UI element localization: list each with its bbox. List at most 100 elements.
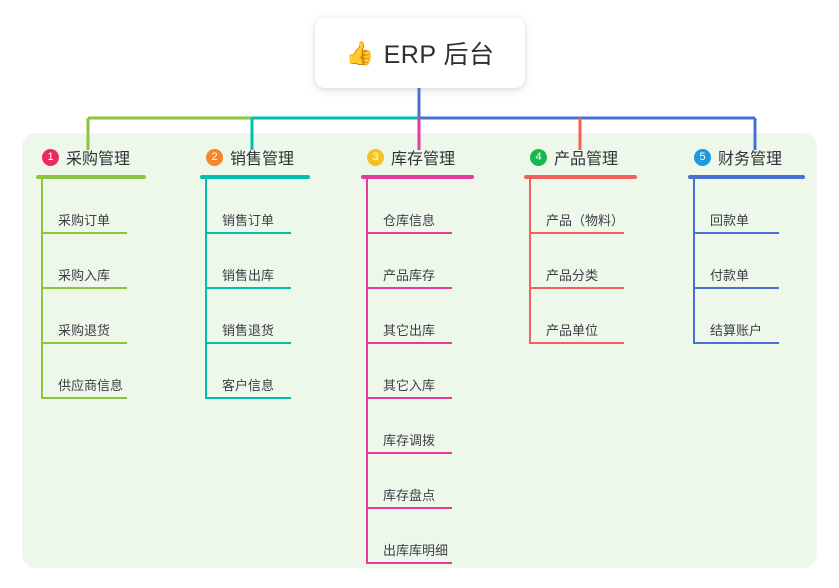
list-item-rule	[366, 397, 452, 399]
column-item-list: 仓库信息产品库存其它出库其它入库库存调拨库存盘点出库库明细	[361, 179, 474, 564]
list-item-label: 产品（物料）	[546, 213, 625, 228]
list-item[interactable]: 客户信息	[200, 344, 310, 399]
list-item-rule	[529, 287, 624, 289]
column-item-list: 产品（物料） 产品分类产品单位	[524, 179, 637, 344]
column-产品管理: 4 产品管理产品（物料） 产品分类产品单位	[524, 146, 637, 344]
list-item-label: 产品分类	[546, 268, 599, 283]
list-item-label: 库存盘点	[383, 488, 436, 503]
list-item-label: 其它出库	[383, 323, 436, 338]
column-title: 产品管理	[554, 151, 619, 168]
column-header-rule	[524, 175, 637, 179]
column-header[interactable]: 4 产品管理	[524, 146, 637, 168]
column-header-rule	[36, 175, 146, 179]
list-item[interactable]: 付款单	[688, 234, 805, 289]
list-item-rule	[41, 397, 127, 399]
column-number-badge: 2	[206, 148, 223, 166]
column-采购管理: 1 采购管理采购订单采购入库采购退货供应商信息	[36, 146, 146, 399]
list-item[interactable]: 其它出库	[361, 289, 474, 344]
thumbs-up-icon: 👍	[345, 39, 375, 66]
list-item[interactable]: 采购退货	[36, 289, 146, 344]
column-header[interactable]: 1 采购管理	[36, 146, 146, 168]
list-item[interactable]: 产品（物料）	[524, 179, 637, 234]
list-item-label: 销售订单	[222, 213, 275, 228]
list-item-label: 销售出库	[222, 268, 275, 283]
list-item-rule	[693, 342, 779, 344]
list-item-label: 产品库存	[383, 268, 436, 283]
root-node-title: 👍 ERP 后台	[345, 35, 494, 71]
column-number-badge: 5	[694, 148, 711, 166]
list-item-rule	[205, 287, 291, 289]
list-item-label: 结算账户	[710, 323, 763, 338]
list-item-label: 采购订单	[58, 213, 111, 228]
column-库存管理: 3 库存管理仓库信息产品库存其它出库其它入库库存调拨库存盘点出库库明细	[361, 146, 474, 564]
column-header-rule	[688, 175, 805, 179]
list-item[interactable]: 销售订单	[200, 179, 310, 234]
list-item-rule	[529, 232, 624, 234]
list-item-label: 付款单	[710, 268, 750, 283]
list-item[interactable]: 产品单位	[524, 289, 637, 344]
list-item[interactable]: 出库库明细	[361, 509, 474, 564]
list-item[interactable]: 结算账户	[688, 289, 805, 344]
list-item[interactable]: 仓库信息	[361, 179, 474, 234]
column-title: 库存管理	[391, 151, 456, 168]
list-item-label: 回款单	[710, 213, 750, 228]
column-title: 采购管理	[66, 151, 131, 168]
list-item[interactable]: 产品库存	[361, 234, 474, 289]
column-spine	[366, 179, 368, 564]
list-item-rule	[366, 287, 452, 289]
list-item[interactable]: 供应商信息	[36, 344, 146, 399]
column-spine	[41, 179, 43, 399]
list-item-rule	[693, 287, 779, 289]
list-item-label: 其它入库	[383, 378, 436, 393]
column-header[interactable]: 3 库存管理	[361, 146, 474, 168]
root-node-card[interactable]: 👍 ERP 后台	[315, 18, 525, 88]
list-item-rule	[41, 342, 127, 344]
list-item-label: 销售退货	[222, 323, 275, 338]
list-item-label: 采购退货	[58, 323, 111, 338]
list-item[interactable]: 采购订单	[36, 179, 146, 234]
list-item[interactable]: 库存盘点	[361, 454, 474, 509]
list-item-rule	[693, 232, 779, 234]
list-item-label: 产品单位	[546, 323, 599, 338]
column-item-list: 回款单付款单结算账户	[688, 179, 805, 344]
column-number-badge: 3	[367, 148, 384, 166]
list-item-label: 客户信息	[222, 378, 275, 393]
column-number-badge: 1	[42, 148, 59, 166]
list-item[interactable]: 库存调拨	[361, 399, 474, 454]
list-item-label: 出库库明细	[383, 543, 449, 558]
list-item-rule	[366, 232, 452, 234]
root-node-label: ERP 后台	[383, 41, 495, 69]
list-item-rule	[366, 507, 452, 509]
list-item[interactable]: 其它入库	[361, 344, 474, 399]
list-item-rule	[41, 232, 127, 234]
list-item-label: 库存调拨	[383, 433, 436, 448]
list-item-label: 采购入库	[58, 268, 111, 283]
list-item[interactable]: 产品分类	[524, 234, 637, 289]
column-销售管理: 2 销售管理销售订单销售出库销售退货客户信息	[200, 146, 310, 399]
list-item-rule	[205, 232, 291, 234]
columns-panel-background	[22, 133, 817, 568]
list-item-rule	[205, 397, 291, 399]
column-header-rule	[361, 175, 474, 179]
list-item-rule	[205, 342, 291, 344]
column-item-list: 采购订单采购入库采购退货供应商信息	[36, 179, 146, 399]
column-header[interactable]: 2 销售管理	[200, 146, 310, 168]
column-spine	[693, 179, 695, 344]
list-item-rule	[366, 562, 452, 564]
list-item[interactable]: 采购入库	[36, 234, 146, 289]
list-item[interactable]: 回款单	[688, 179, 805, 234]
list-item[interactable]: 销售退货	[200, 289, 310, 344]
column-item-list: 销售订单销售出库销售退货客户信息	[200, 179, 310, 399]
list-item-rule	[366, 342, 452, 344]
list-item-rule	[41, 287, 127, 289]
list-item-label: 供应商信息	[58, 378, 124, 393]
column-spine	[205, 179, 207, 399]
column-number-badge: 4	[530, 148, 547, 166]
list-item[interactable]: 销售出库	[200, 234, 310, 289]
column-title: 销售管理	[230, 151, 295, 168]
list-item-rule	[529, 342, 624, 344]
column-header-rule	[200, 175, 310, 179]
